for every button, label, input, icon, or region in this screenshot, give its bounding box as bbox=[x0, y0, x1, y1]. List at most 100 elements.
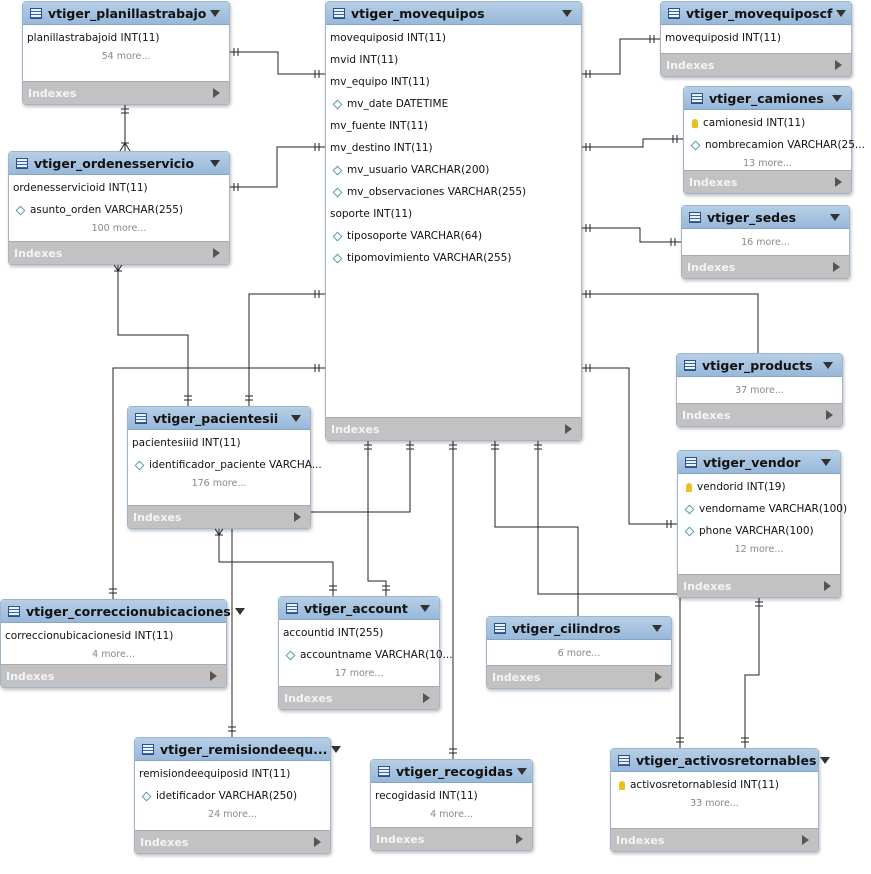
table-vtiger-products[interactable]: vtiger_products 37 more... Indexes bbox=[676, 353, 843, 427]
indexes-section[interactable]: Indexes bbox=[371, 827, 532, 850]
more-columns-label[interactable]: 4 more... bbox=[430, 809, 473, 820]
column-row[interactable]: accountid INT(255) bbox=[279, 622, 439, 644]
table-vtiger-remisiondeequipos[interactable]: vtiger_remisiondeequ...remisiondeequipos… bbox=[134, 737, 342, 854]
table-header[interactable]: vtiger_correccionubicaciones bbox=[1, 600, 245, 623]
expand-arrow-icon[interactable] bbox=[516, 834, 523, 844]
table-vtiger-sedes[interactable]: vtiger_sedes 16 more... Indexes bbox=[681, 205, 850, 279]
expand-arrow-icon[interactable] bbox=[835, 60, 842, 70]
expand-arrow-icon[interactable] bbox=[294, 512, 301, 522]
collapse-toggle-icon[interactable] bbox=[562, 9, 572, 17]
more-columns-label[interactable]: 100 more... bbox=[91, 223, 147, 234]
indexes-section[interactable]: Indexes bbox=[677, 403, 842, 426]
collapse-toggle-icon[interactable] bbox=[331, 745, 342, 753]
more-columns-label[interactable]: 176 more... bbox=[191, 478, 247, 489]
collapse-toggle-icon[interactable] bbox=[210, 159, 220, 167]
table-header[interactable]: vtiger_sedes bbox=[682, 206, 849, 229]
collapse-toggle-icon[interactable] bbox=[291, 414, 301, 422]
collapse-toggle-icon[interactable] bbox=[234, 607, 245, 615]
column-row[interactable]: accountname VARCHAR(10... bbox=[279, 644, 453, 666]
more-columns-label[interactable]: 37 more... bbox=[735, 385, 784, 396]
indexes-section[interactable]: Indexes bbox=[128, 505, 310, 528]
collapse-toggle-icon[interactable] bbox=[821, 458, 831, 466]
indexes-section[interactable]: Indexes bbox=[611, 828, 818, 851]
column-row[interactable]: nombrecamion VARCHAR(25... bbox=[684, 134, 865, 156]
indexes-section[interactable]: Indexes bbox=[661, 53, 851, 76]
expand-arrow-icon[interactable] bbox=[835, 177, 842, 187]
column-row[interactable]: pacientesiiid INT(11) bbox=[128, 432, 310, 454]
expand-arrow-icon[interactable] bbox=[826, 410, 833, 420]
column-row[interactable]: mv_observaciones VARCHAR(255) bbox=[326, 181, 581, 203]
column-row[interactable]: mv_usuario VARCHAR(200) bbox=[326, 159, 581, 181]
column-row[interactable]: identificador_paciente VARCHA... bbox=[128, 454, 322, 476]
column-row[interactable]: correccionubicacionesid INT(11) bbox=[1, 625, 226, 647]
column-row[interactable]: recogidasid INT(11) bbox=[371, 785, 532, 807]
table-header[interactable]: vtiger_movequipos bbox=[326, 2, 581, 25]
table-header[interactable]: vtiger_remisiondeequ... bbox=[135, 738, 342, 761]
indexes-section[interactable]: Indexes bbox=[1, 664, 226, 687]
more-columns-label[interactable]: 33 more... bbox=[690, 798, 739, 809]
column-row[interactable]: asunto_orden VARCHAR(255) bbox=[9, 199, 229, 221]
more-columns-label[interactable]: 13 more... bbox=[743, 158, 792, 169]
expand-arrow-icon[interactable] bbox=[565, 424, 572, 434]
column-row[interactable]: vendorid INT(19) bbox=[678, 476, 840, 498]
table-header[interactable]: vtiger_recogidas bbox=[371, 760, 532, 783]
more-columns-label[interactable]: 17 more... bbox=[334, 668, 384, 679]
column-row[interactable]: mv_date DATETIME bbox=[326, 93, 581, 115]
table-header[interactable]: vtiger_products bbox=[677, 354, 842, 377]
table-header[interactable]: vtiger_account bbox=[279, 597, 439, 620]
indexes-section[interactable]: Indexes bbox=[135, 830, 330, 853]
column-row[interactable]: mv_fuente INT(11) bbox=[326, 115, 581, 137]
table-header[interactable]: vtiger_planillastrabajo bbox=[23, 2, 229, 25]
column-row[interactable]: camionesid INT(11) bbox=[684, 112, 851, 134]
more-columns-label[interactable]: 24 more... bbox=[208, 809, 257, 820]
expand-arrow-icon[interactable] bbox=[423, 693, 430, 703]
table-header[interactable]: vtiger_cilindros bbox=[487, 617, 671, 640]
collapse-toggle-icon[interactable] bbox=[836, 9, 847, 17]
column-row[interactable]: planillastrabajoid INT(11) bbox=[23, 27, 229, 49]
collapse-toggle-icon[interactable] bbox=[210, 9, 221, 17]
column-row[interactable]: mv_equipo INT(11) bbox=[326, 71, 581, 93]
expand-arrow-icon[interactable] bbox=[314, 837, 321, 847]
column-row[interactable]: mv_destino INT(11) bbox=[326, 137, 581, 159]
collapse-toggle-icon[interactable] bbox=[652, 624, 662, 632]
more-columns-label[interactable]: 16 more... bbox=[741, 237, 790, 248]
more-columns-label[interactable]: 12 more... bbox=[734, 544, 784, 555]
table-header[interactable]: vtiger_pacientesii bbox=[128, 407, 310, 430]
expand-arrow-icon[interactable] bbox=[655, 672, 662, 682]
table-header[interactable]: vtiger_movequiposcf bbox=[661, 2, 851, 25]
column-row[interactable]: mvid INT(11) bbox=[326, 49, 581, 71]
indexes-section[interactable]: Indexes bbox=[279, 686, 439, 709]
table-header[interactable]: vtiger_activosretornables bbox=[611, 749, 831, 772]
column-row[interactable]: tipomovimiento VARCHAR(255) bbox=[326, 247, 581, 269]
table-header[interactable]: vtiger_ordenesservicio bbox=[9, 152, 229, 175]
expand-arrow-icon[interactable] bbox=[210, 671, 217, 681]
column-row[interactable]: movequiposid INT(11) bbox=[661, 27, 851, 49]
collapse-toggle-icon[interactable] bbox=[830, 213, 840, 221]
table-header[interactable]: vtiger_vendor bbox=[678, 451, 840, 474]
expand-arrow-icon[interactable] bbox=[213, 88, 220, 98]
column-row[interactable]: movequiposid INT(11) bbox=[326, 27, 581, 49]
more-columns-label[interactable]: 6 more... bbox=[557, 648, 601, 659]
indexes-section[interactable]: Indexes bbox=[682, 255, 849, 278]
expand-arrow-icon[interactable] bbox=[802, 835, 809, 845]
collapse-toggle-icon[interactable] bbox=[832, 94, 842, 102]
collapse-toggle-icon[interactable] bbox=[516, 767, 527, 775]
column-row[interactable]: idetificador VARCHAR(250) bbox=[135, 785, 330, 807]
expand-arrow-icon[interactable] bbox=[213, 248, 220, 258]
column-row[interactable]: vendorname VARCHAR(100) bbox=[678, 498, 847, 520]
indexes-section[interactable]: Indexes bbox=[9, 241, 229, 264]
indexes-section[interactable]: Indexes bbox=[326, 417, 581, 440]
column-row[interactable]: phone VARCHAR(100) bbox=[678, 520, 840, 542]
column-row[interactable]: tiposoporte VARCHAR(64) bbox=[326, 225, 581, 247]
table-header[interactable]: vtiger_camiones bbox=[684, 87, 851, 110]
